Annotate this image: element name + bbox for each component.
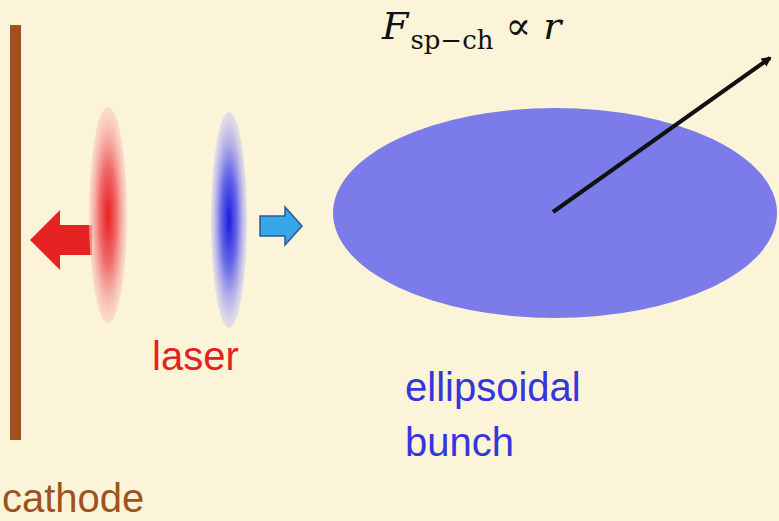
- laser-label: laser: [152, 336, 239, 376]
- proportional-radius: ∝ r: [493, 4, 561, 48]
- force-formula: Fsp−ch∝ r: [382, 4, 561, 48]
- laser-pulse: [89, 107, 127, 323]
- laser-arrow: [30, 210, 92, 270]
- force-arrow: [553, 58, 770, 212]
- bunch-label: ellipsoidal bunch: [405, 360, 645, 470]
- electron-pulse: [211, 112, 247, 328]
- force-symbol: F: [382, 4, 408, 48]
- force-subscript: sp−ch: [410, 25, 493, 55]
- emission-arrow: [260, 207, 302, 245]
- cathode-plate: [10, 25, 21, 440]
- cathode-label: cathode: [2, 478, 144, 518]
